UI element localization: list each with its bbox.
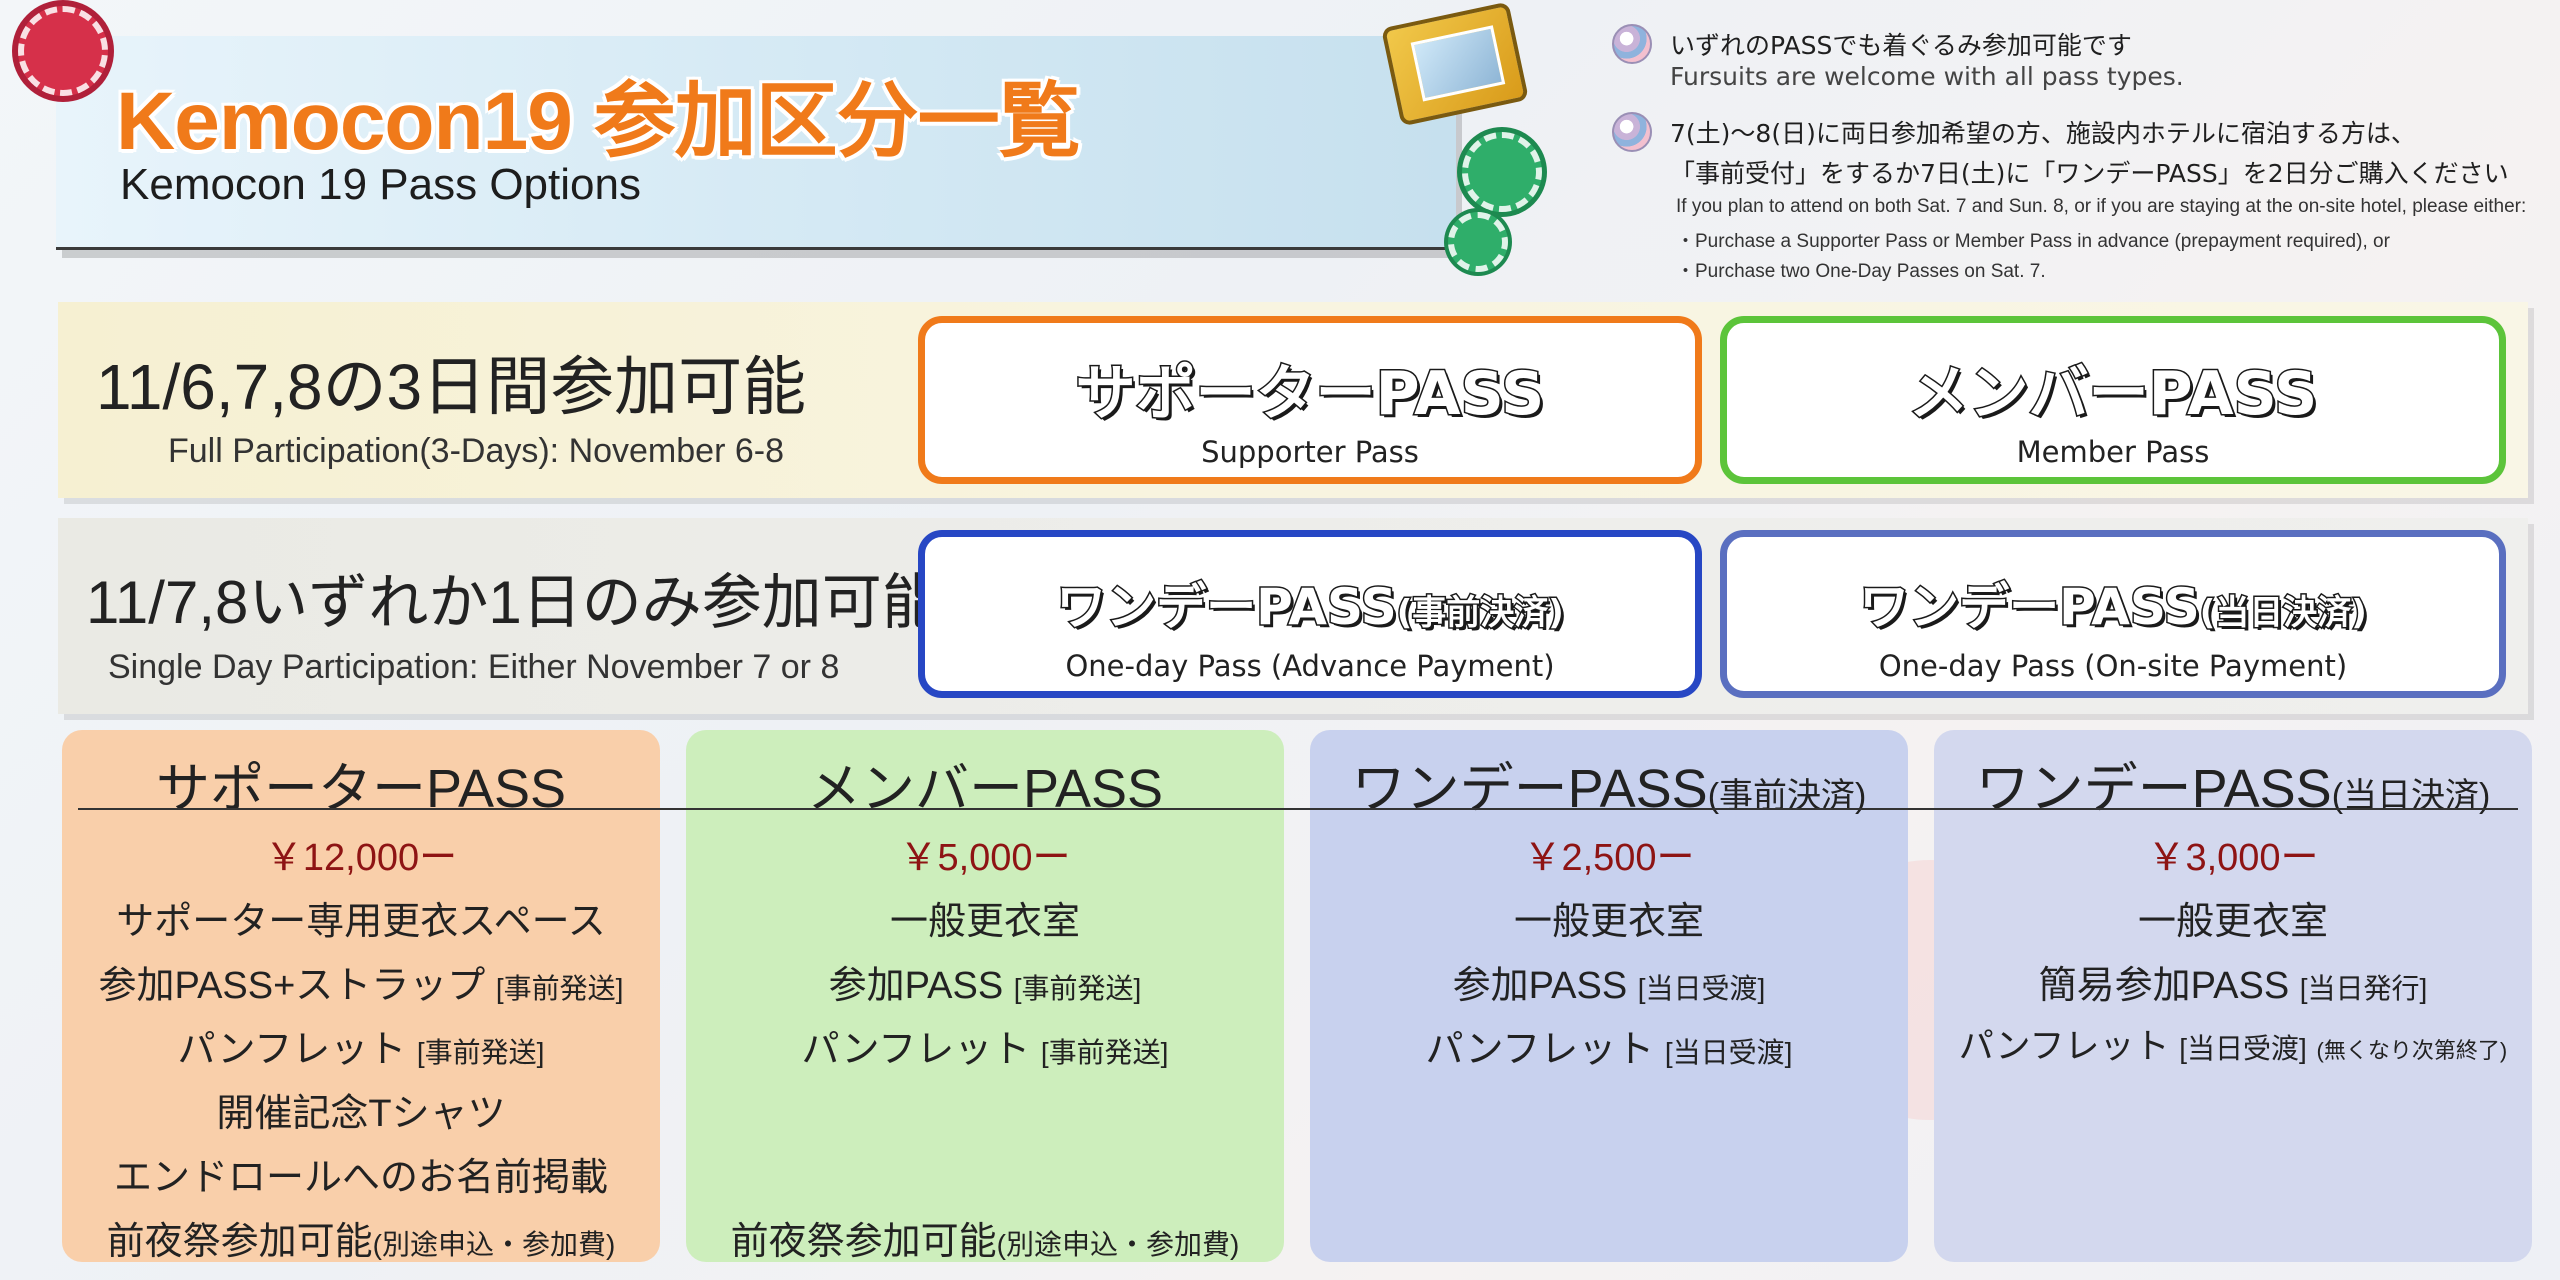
supporter-pass-card: サポーターPASS Supporter Pass bbox=[918, 316, 1702, 484]
price: ￥12,000ー bbox=[264, 837, 458, 879]
single-day-subtitle: Single Day Participation: Either Novembe… bbox=[108, 648, 840, 686]
benefit-item: 参加PASS [当日受渡] bbox=[1452, 965, 1766, 1007]
oneday-onsite-pass-en: One-day Pass (On-site Payment) bbox=[1878, 649, 2348, 683]
supporter-pass-name: サポーターPASS bbox=[1074, 358, 1546, 431]
supporter-column: サポーターPASS ￥12,000ー サポーター専用更衣スペース 参加PASS+… bbox=[62, 730, 660, 1263]
single-day-title: 11/7,8いずれか1日のみ参加可能 bbox=[86, 569, 942, 636]
oneday-onsite-pass-card: ワンデーPASS(当日決済) One-day Pass (On-site Pay… bbox=[1720, 530, 2506, 698]
column-head: メンバーPASS bbox=[806, 759, 1164, 819]
benefit-item: 一般更衣室 bbox=[889, 901, 1080, 943]
column-head: ワンデーPASS(事前決済) bbox=[1351, 759, 1867, 819]
note-1-en: Fursuits are welcome with all pass types… bbox=[1670, 62, 2184, 91]
page-title: Kemocon19 参加区分一覧 bbox=[116, 76, 1081, 167]
benefit-item: 一般更衣室 bbox=[2137, 901, 2328, 943]
benefit-item: 開催記念Tシャツ bbox=[216, 1093, 506, 1135]
casino-chip-red-icon bbox=[18, 6, 108, 96]
benefit-item: 前夜祭参加可能(別途申込・参加費) bbox=[106, 1221, 616, 1263]
oneday-advance-pass-card: ワンデーPASS(事前決済) One-day Pass (Advance Pay… bbox=[918, 530, 1702, 698]
benefit-item: エンドロールへのお名前掲載 bbox=[113, 1157, 608, 1199]
oneday-advance-column: ワンデーPASS(事前決済) ￥2,500ー 一般更衣室 参加PASS [当日受… bbox=[1310, 730, 1908, 1262]
benefit-item: 前夜祭参加可能(別途申込・参加費) bbox=[730, 1221, 1240, 1263]
benefit-item: 簡易参加PASS [当日発行] bbox=[2038, 965, 2428, 1007]
member-pass-en: Member Pass bbox=[2016, 435, 2210, 469]
benefit-item: パンフレット [事前発送] bbox=[801, 1029, 1169, 1071]
casino-chip-green-icon bbox=[1462, 132, 1542, 212]
full-participation-title: 11/6,7,8の3日間参加可能 bbox=[96, 351, 807, 423]
column-head: ワンデーPASS(当日決済) bbox=[1975, 759, 2491, 819]
header-banner bbox=[56, 36, 1456, 250]
member-pass-card: メンバーPASS Member Pass bbox=[1720, 316, 2506, 484]
casino-chip-green-icon bbox=[1448, 212, 1508, 272]
oneday-advance-pass-name: ワンデーPASS(事前決済) bbox=[1055, 577, 1566, 638]
benefit-item: パンフレット [事前発送] bbox=[177, 1029, 545, 1071]
oneday-advance-pass-en: One-day Pass (Advance Payment) bbox=[1065, 649, 1555, 683]
benefit-item: 一般更衣室 bbox=[1513, 901, 1704, 943]
benefit-item: パンフレット [当日受渡] (無くなり次第終了) bbox=[1958, 1027, 2508, 1066]
price: ￥2,500ー bbox=[1523, 837, 1695, 879]
benefit-item: サポーター専用更衣スペース bbox=[116, 901, 606, 943]
benefit-item: 参加PASS+ストラップ [事前発送] bbox=[98, 965, 624, 1007]
note-1-jp: いずれのPASSでも着ぐるみ参加可能です bbox=[1670, 31, 2132, 60]
note-2-en-line1: If you plan to attend on both Sat. 7 and… bbox=[1676, 196, 2527, 217]
supporter-pass-en: Supporter Pass bbox=[1201, 435, 1419, 469]
full-participation-subtitle: Full Participation(3-Days): November 6-8 bbox=[168, 432, 784, 470]
page-subtitle: Kemocon 19 Pass Options bbox=[120, 160, 641, 209]
member-pass-name: メンバーPASS bbox=[1907, 358, 2319, 431]
price: ￥5,000ー bbox=[899, 837, 1071, 879]
note-2-en-line3: ・Purchase two One-Day Passes on Sat. 7. bbox=[1676, 261, 2046, 282]
header-divider-line bbox=[78, 808, 2518, 810]
note-2-en-line2: ・Purchase a Supporter Pass or Member Pas… bbox=[1676, 231, 2390, 252]
benefit-item: 参加PASS [事前発送] bbox=[828, 965, 1142, 1007]
oneday-onsite-pass-name: ワンデーPASS(当日決済) bbox=[1858, 577, 2369, 638]
note-bullet-icon bbox=[1612, 112, 1652, 152]
note-bullet-icon bbox=[1612, 24, 1652, 64]
note-2-jp-line2: 「事前受付」をするか7日(土)に「ワンデーPASS」を2日分ご購入ください bbox=[1670, 159, 2509, 188]
ticket-icon bbox=[1381, 1, 1529, 127]
price: ￥3,000ー bbox=[2147, 837, 2319, 879]
benefit-item: パンフレット [当日受渡] bbox=[1425, 1029, 1793, 1071]
column-head: サポーターPASS bbox=[155, 759, 567, 819]
note-2-jp-line1: 7(土)〜8(日)に両日参加希望の方、施設内ホテルに宿泊する方は、 bbox=[1670, 119, 2416, 148]
